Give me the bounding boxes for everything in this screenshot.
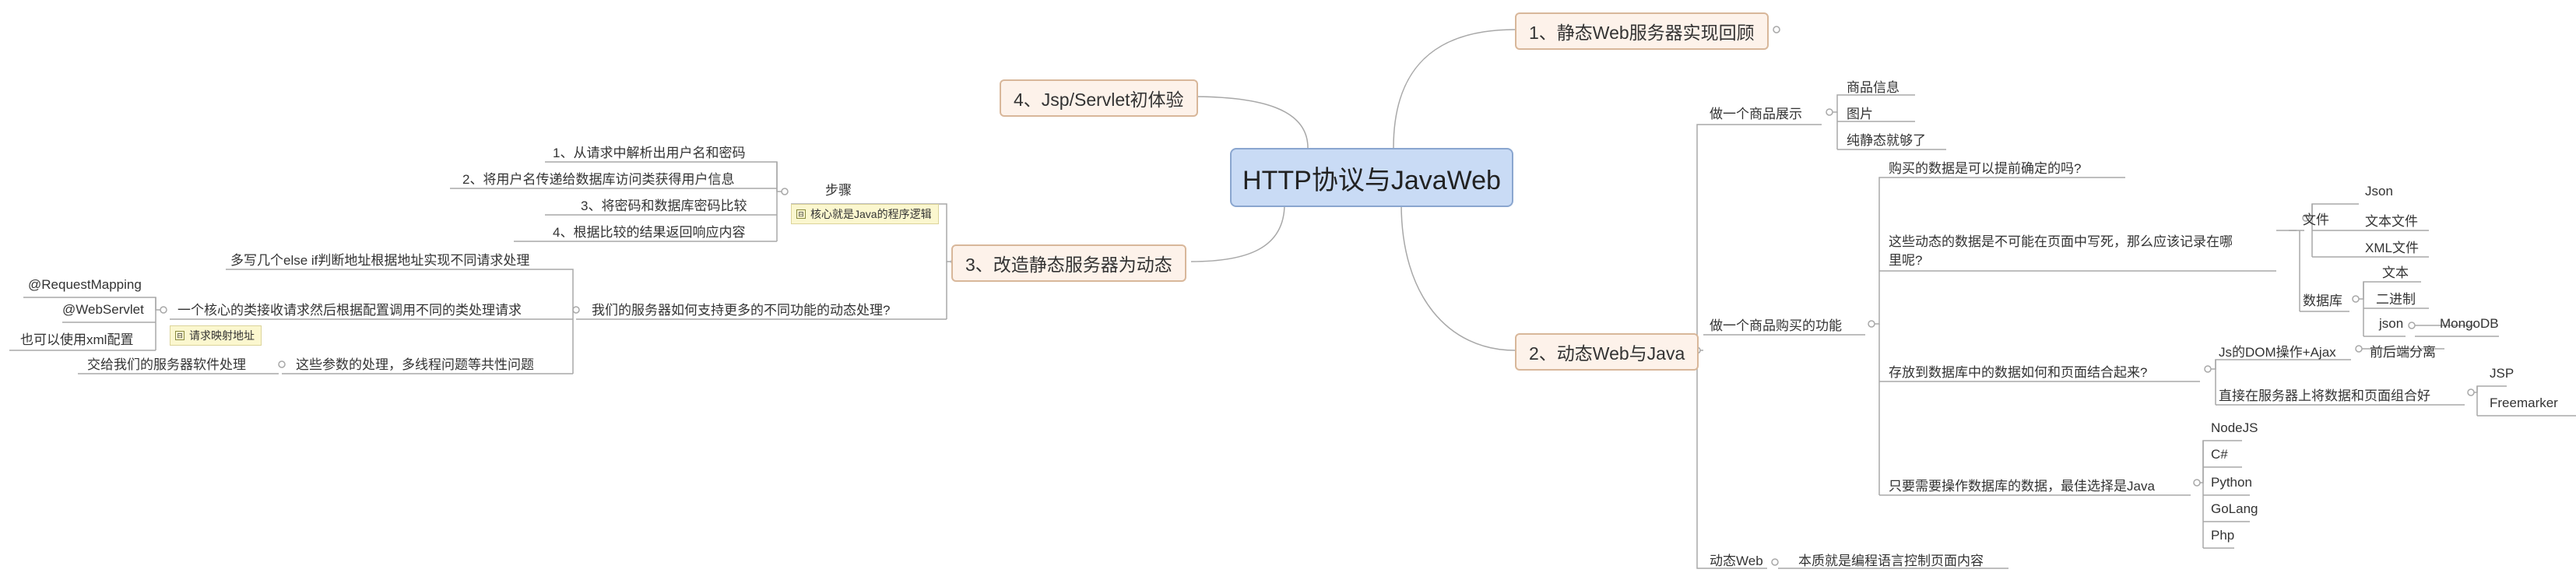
node-mongodb[interactable]: MongoDB bbox=[2440, 316, 2499, 331]
node-python[interactable]: Python bbox=[2211, 475, 2252, 490]
node-q-predetermined[interactable]: 购买的数据是可以提前确定的吗? bbox=[1889, 161, 2082, 176]
node-server-combine[interactable]: 直接在服务器上将数据和页面组合好 bbox=[2219, 388, 2430, 403]
node-requestmapping[interactable]: @RequestMapping bbox=[28, 277, 142, 292]
node-db-binary[interactable]: 二进制 bbox=[2376, 292, 2416, 307]
node-webservlet[interactable]: @WebServlet bbox=[62, 302, 144, 317]
note-icon: ⊟ bbox=[796, 209, 806, 219]
node-nodejs[interactable]: NodeJS bbox=[2211, 420, 2258, 435]
node-jsp[interactable]: JSP bbox=[2490, 366, 2514, 381]
note-request-mapping: ⊟ 请求映射地址 bbox=[170, 325, 262, 346]
node-static-enough[interactable]: 纯静态就够了 bbox=[1847, 133, 1926, 148]
node-step-4[interactable]: 4、根据比较的结果返回响应内容 bbox=[553, 225, 746, 240]
note-text: 核心就是Java的程序逻辑 bbox=[810, 208, 932, 220]
node-common-issues[interactable]: 这些参数的处理，多线程问题等共性问题 bbox=[296, 357, 534, 372]
node-js-dom-ajax[interactable]: Js的DOM操作+Ajax bbox=[2219, 345, 2336, 360]
node-support-more-functions[interactable]: 我们的服务器如何支持更多的不同功能的动态处理? bbox=[592, 303, 891, 318]
node-q-where-store-line2[interactable]: 里呢? bbox=[1889, 253, 1923, 268]
node-java-best-choice[interactable]: 只要需要操作数据库的数据，最佳选择是Java bbox=[1889, 479, 2155, 494]
node-step-1[interactable]: 1、从请求中解析出用户名和密码 bbox=[553, 146, 746, 160]
branch-dynamic-web-java[interactable]: 2、动态Web与Java bbox=[1515, 333, 1699, 371]
branch-static-to-dynamic[interactable]: 3、改造静态服务器为动态 bbox=[951, 244, 1186, 282]
node-steps[interactable]: 步骤 bbox=[825, 183, 852, 198]
node-xml-config[interactable]: 也可以使用xml配置 bbox=[20, 332, 134, 347]
node-product-info[interactable]: 商品信息 bbox=[1847, 80, 1899, 95]
node-db-json[interactable]: json bbox=[2379, 316, 2404, 331]
node-q-where-store-line1[interactable]: 这些动态的数据是不可能在页面中写死，那么应该记录在哪 bbox=[1889, 234, 2233, 249]
node-core-dispatcher[interactable]: 一个核心的类接收请求然后根据配置调用不同的类处理请求 bbox=[177, 303, 522, 318]
node-product-purchase[interactable]: 做一个商品购买的功能 bbox=[1710, 318, 1842, 333]
node-q-combine[interactable]: 存放到数据库中的数据如何和页面结合起来? bbox=[1889, 365, 2148, 380]
node-database[interactable]: 数据库 bbox=[2303, 294, 2342, 308]
node-json-file[interactable]: Json bbox=[2365, 184, 2393, 199]
node-db-text[interactable]: 文本 bbox=[2382, 265, 2409, 280]
node-server-handles[interactable]: 交给我们的服务器软件处理 bbox=[87, 357, 246, 372]
node-step-3[interactable]: 3、将密码和数据库密码比较 bbox=[581, 199, 747, 213]
note-text: 请求映射地址 bbox=[189, 329, 255, 342]
node-php[interactable]: Php bbox=[2211, 528, 2235, 543]
node-step-2[interactable]: 2、将用户名传递给数据库访问类获得用户信息 bbox=[462, 172, 735, 187]
root-topic[interactable]: HTTP协议与JavaWeb bbox=[1230, 148, 1513, 207]
node-xml-file[interactable]: XML文件 bbox=[2365, 241, 2419, 255]
branch-static-web-review[interactable]: 1、静态Web服务器实现回顾 bbox=[1515, 12, 1769, 50]
node-freemarker[interactable]: Freemarker bbox=[2490, 395, 2558, 410]
note-icon: ⊟ bbox=[175, 331, 185, 340]
node-images[interactable]: 图片 bbox=[1847, 107, 1873, 121]
node-product-display[interactable]: 做一个商品展示 bbox=[1710, 107, 1802, 121]
node-csharp[interactable]: C# bbox=[2211, 447, 2228, 462]
node-golang[interactable]: GoLang bbox=[2211, 501, 2258, 516]
node-programming-controls-page[interactable]: 本质就是编程语言控制页面内容 bbox=[1798, 554, 1984, 568]
node-file[interactable]: 文件 bbox=[2303, 213, 2329, 227]
note-core-java-logic: ⊟ 核心就是Java的程序逻辑 bbox=[791, 204, 939, 224]
branch-jsp-servlet[interactable]: 4、Jsp/Servlet初体验 bbox=[1000, 79, 1198, 117]
node-text-file[interactable]: 文本文件 bbox=[2365, 214, 2418, 229]
node-frontend-backend-separation[interactable]: 前后端分离 bbox=[2370, 345, 2436, 360]
node-more-else-if[interactable]: 多写几个else if判断地址根据地址实现不同请求处理 bbox=[230, 253, 530, 268]
node-dynamic-web[interactable]: 动态Web bbox=[1710, 554, 1763, 568]
